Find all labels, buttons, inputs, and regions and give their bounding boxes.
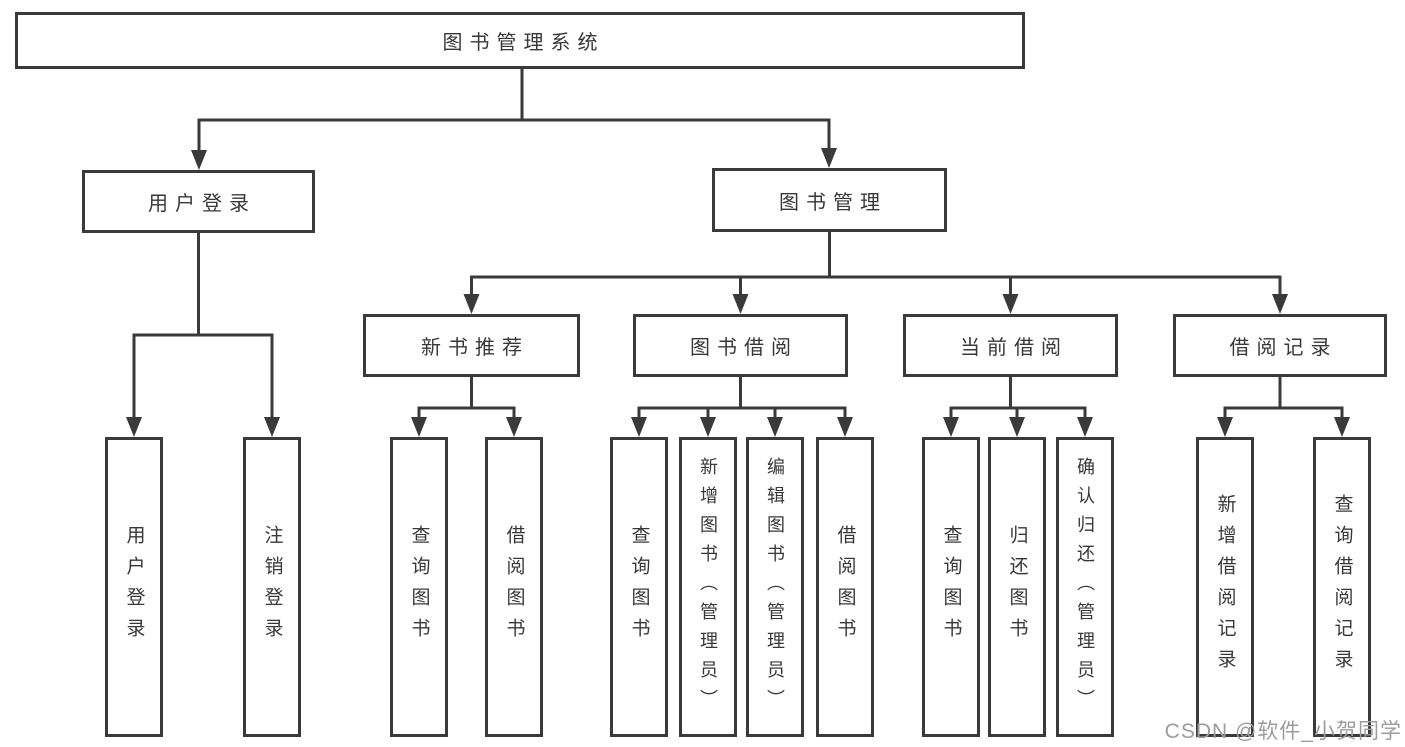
node-user-login: 用户登录 [82,170,315,233]
csdn-watermark: CSDN @软件_小贺同学 [1164,720,1402,743]
leaf-logout: 注销登录 [243,437,301,737]
leaf-query-books-1-label: 查询图书 [408,525,430,649]
node-current-borrow: 当前借阅 [903,314,1118,377]
leaf-logout-label: 注销登录 [261,525,283,649]
node-root: 图书管理系统 [15,12,1025,69]
leaf-add-books-admin-label: 新增图书（管理员） [698,456,718,718]
node-current-borrow-label: 当前借阅 [960,337,1068,359]
leaf-add-borrow-record-label: 新增借阅记录 [1214,494,1236,680]
leaf-query-books-1: 查询图书 [390,437,448,737]
leaf-return-books-label: 归还图书 [1006,525,1028,649]
leaf-confirm-return-admin-label: 确认归还（管理员） [1075,456,1095,718]
leaf-confirm-return-admin: 确认归还（管理员） [1056,437,1114,737]
leaf-borrow-books-2: 借阅图书 [816,437,874,737]
node-borrow-record-label: 借阅记录 [1229,337,1338,359]
leaf-borrow-books-1-label: 借阅图书 [503,525,525,649]
node-user-login-label: 用户登录 [148,193,256,215]
leaf-add-books-admin: 新增图书（管理员） [679,437,737,737]
node-borrow-record: 借阅记录 [1173,314,1387,377]
leaf-add-borrow-record: 新增借阅记录 [1196,437,1254,737]
leaf-user-login-label: 用户登录 [123,525,145,649]
node-new-book-recommend: 新书推荐 [363,314,580,377]
leaf-user-login: 用户登录 [105,437,163,737]
leaf-return-books: 归还图书 [988,437,1046,737]
node-book-management-label: 图书管理 [779,191,887,214]
node-root-label: 图书管理系统 [442,32,605,54]
node-book-borrow: 图书借阅 [633,314,848,377]
leaf-query-books-2-label: 查询图书 [628,525,650,649]
leaf-query-books-3-label: 查询图书 [940,525,962,649]
leaf-query-books-3: 查询图书 [922,437,980,737]
node-new-book-recommend-label: 新书推荐 [421,337,529,359]
leaf-query-borrow-record-label: 查询借阅记录 [1331,494,1353,680]
leaf-borrow-books-2-label: 借阅图书 [834,525,856,649]
leaf-query-books-2: 查询图书 [610,437,668,737]
leaf-query-borrow-record: 查询借阅记录 [1313,437,1371,737]
leaf-edit-books-admin: 编辑图书（管理员） [746,437,804,737]
node-book-borrow-label: 图书借阅 [690,337,798,359]
leaf-edit-books-admin-label: 编辑图书（管理员） [765,456,785,718]
node-book-management: 图书管理 [712,168,947,232]
leaf-borrow-books-1: 借阅图书 [485,437,543,737]
